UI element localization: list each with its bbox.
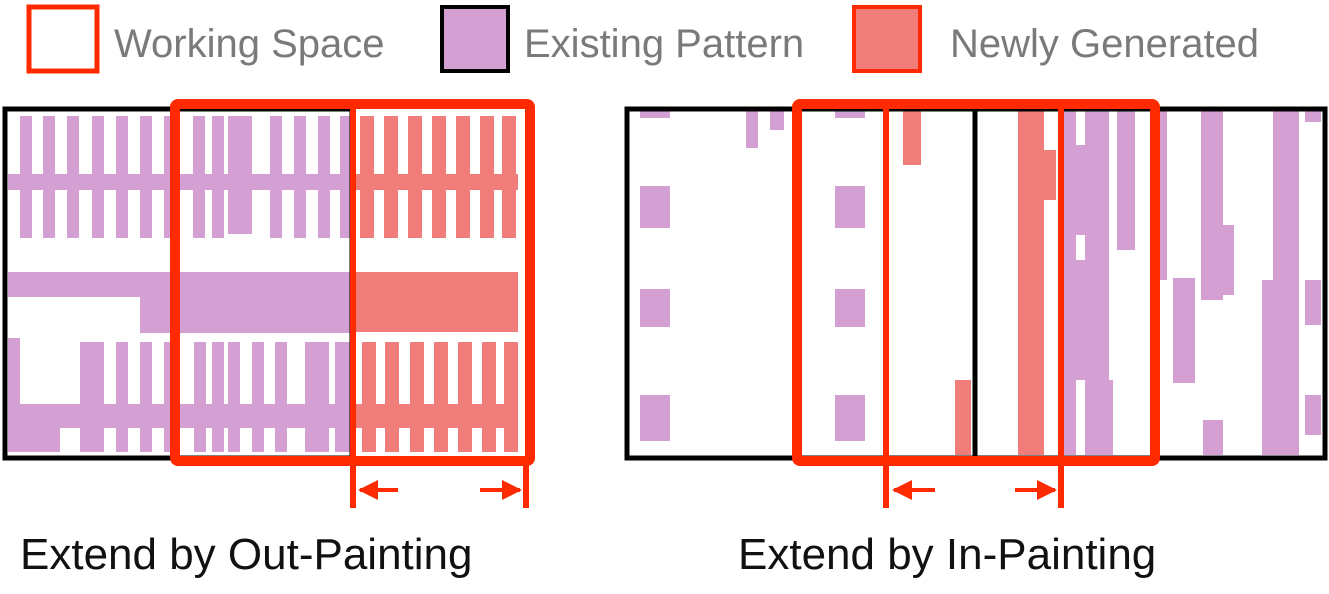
legend-label-existing-pattern: Existing Pattern	[524, 22, 804, 66]
legend-label-working-space: Working Space	[114, 22, 385, 66]
legend-item-newly-generated: Newly Generated	[852, 5, 1259, 73]
legend-swatch-existing-pattern	[440, 5, 510, 73]
working-space-right	[792, 99, 1160, 466]
legend-swatch-newly-generated	[852, 5, 922, 73]
legend-label-newly-generated: Newly Generated	[950, 22, 1259, 66]
legend: Working Space Existing Pattern Newly Gen…	[26, 4, 1259, 74]
panel-in-painting: Extend by In-Painting	[624, 99, 1328, 579]
existing-pattern-left	[8, 116, 353, 452]
caption-out-painting: Extend by Out-Painting	[20, 530, 472, 579]
newly-generated-left	[353, 116, 518, 452]
existing-pattern-right	[640, 110, 1321, 455]
panel-out-painting: Extend by Out-Painting	[2, 99, 535, 579]
legend-item-existing-pattern: Existing Pattern	[440, 5, 804, 73]
legend-swatch-working-space	[26, 4, 100, 74]
legend-item-working-space: Working Space	[26, 4, 385, 74]
newly-generated-right	[903, 110, 1056, 455]
caption-in-painting: Extend by In-Painting	[738, 530, 1156, 579]
